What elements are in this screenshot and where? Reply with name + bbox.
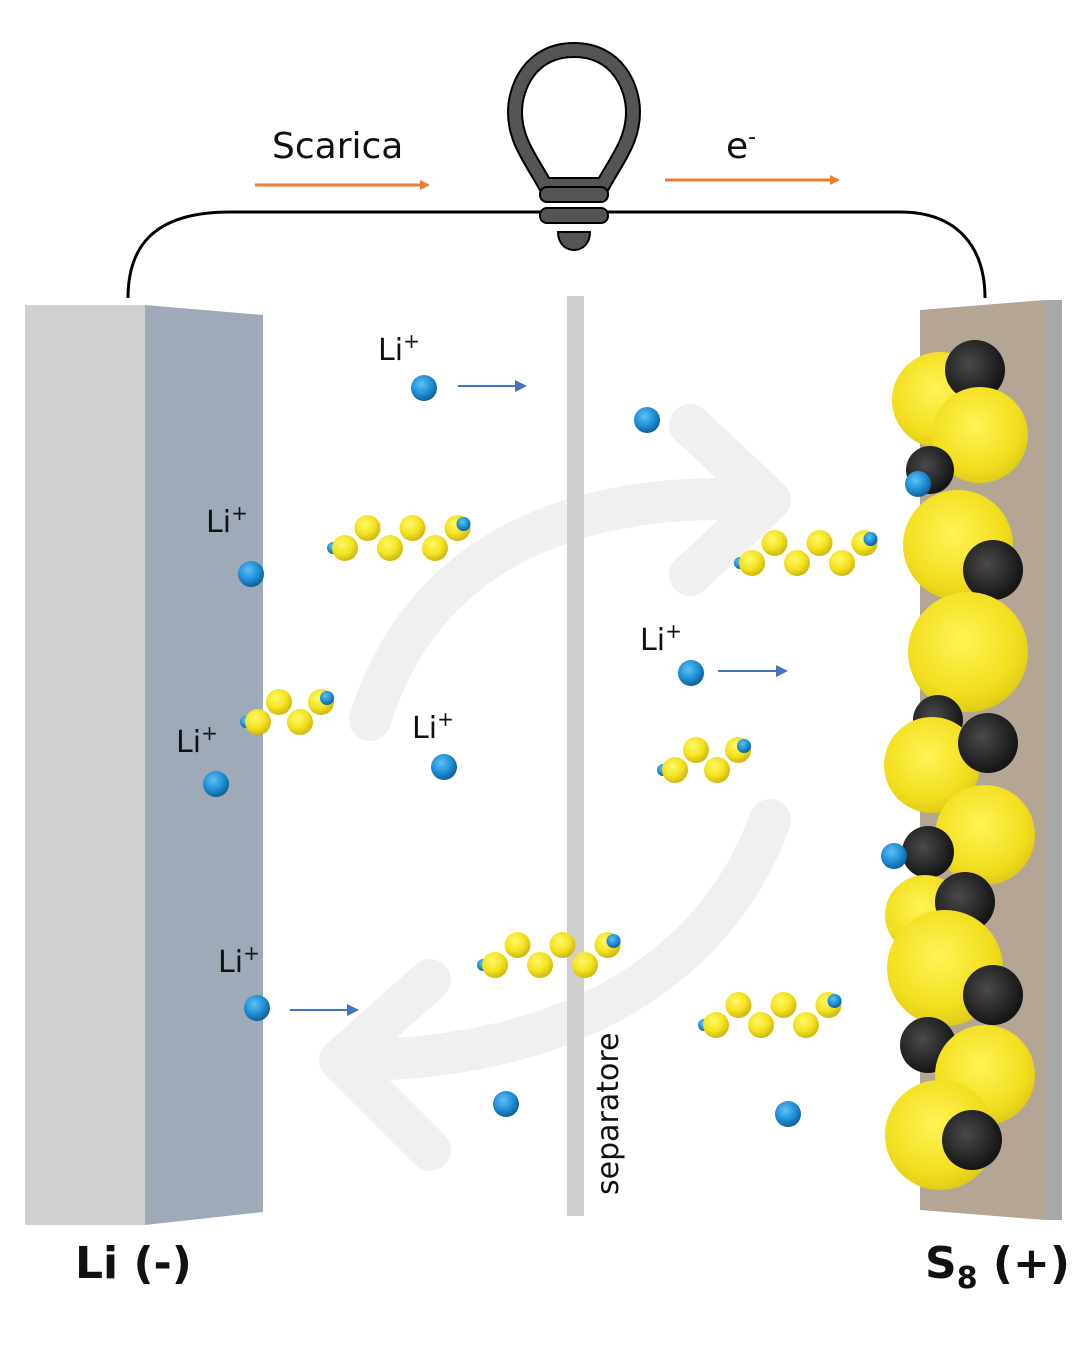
sulfur-atom xyxy=(287,709,313,735)
polysulfide-chain xyxy=(240,689,334,735)
sulfur-atom xyxy=(683,737,709,763)
li-ion xyxy=(203,771,229,797)
li-ions xyxy=(203,375,931,1127)
sulfur-atom xyxy=(793,1012,819,1038)
separator-label: separatore xyxy=(591,1033,626,1195)
li-ion-label: Li+ xyxy=(206,501,248,540)
anode-label: Li (-) xyxy=(75,1238,192,1289)
sulfur-atom xyxy=(725,992,752,1018)
sulfur-atom xyxy=(662,757,688,783)
carbon-particle xyxy=(902,826,954,878)
cycle-arrow-top-icon xyxy=(349,478,781,741)
sulfur-atom xyxy=(770,992,797,1018)
sulfur-particle xyxy=(884,717,980,813)
cycle-arrow-top-head-icon xyxy=(669,404,791,596)
sulfur-atom xyxy=(332,535,358,561)
li-ion xyxy=(905,471,931,497)
li-atom xyxy=(863,532,878,546)
li-ion-label: Li+ xyxy=(412,707,454,746)
polysulfide-chain xyxy=(477,932,621,978)
sulfur-atom xyxy=(377,535,403,561)
sulfur-atom xyxy=(784,550,810,576)
cycle-arrows xyxy=(319,404,791,1171)
sulfur-particle xyxy=(935,785,1035,885)
li-ion xyxy=(411,375,437,401)
sulfur-atom xyxy=(704,757,730,783)
li-ion xyxy=(634,407,660,433)
li-ion-label: Li+ xyxy=(640,619,682,658)
polysulfide-chains xyxy=(240,515,878,1038)
sulfur-particle xyxy=(932,387,1028,483)
li-ion-label: Li+ xyxy=(176,721,218,760)
cycle-arrow-bottom-icon xyxy=(329,799,791,1081)
sulfur-atom xyxy=(761,530,788,556)
polysulfide-chain xyxy=(734,530,878,576)
discharge-label: Scarica xyxy=(272,126,403,167)
li-atom xyxy=(606,934,621,948)
polysulfide-chain xyxy=(698,992,842,1038)
li-atom xyxy=(456,517,471,531)
cathode-sulfur-carbon-particles xyxy=(884,340,1035,1190)
sulfur-atom xyxy=(245,709,271,735)
li-ion xyxy=(775,1101,801,1127)
sulfur-atom xyxy=(266,689,292,715)
li-ion xyxy=(881,843,907,869)
carbon-particle xyxy=(963,965,1023,1025)
sulfur-atom xyxy=(422,535,448,561)
li-atom xyxy=(827,994,842,1008)
carbon-particle xyxy=(963,540,1023,600)
lightbulb-icon xyxy=(506,41,642,252)
cycle-arrow-bottom-head-icon xyxy=(319,959,451,1171)
sulfur-atom xyxy=(703,1012,729,1038)
li-atom xyxy=(737,739,751,753)
polysulfide-chain xyxy=(657,737,751,783)
carbon-particle xyxy=(945,340,1005,400)
li-ion-labels: Li+ Li+ Li+ Li+ Li+ Li+ xyxy=(176,329,682,980)
cathode-label: S8 (+) xyxy=(925,1238,1070,1296)
sulfur-atom xyxy=(829,550,855,576)
sulfur-atom xyxy=(549,932,576,958)
sulfur-atom xyxy=(806,530,833,556)
li-atom xyxy=(320,691,334,705)
circuit-wire xyxy=(126,210,987,299)
sulfur-particle xyxy=(908,592,1028,712)
sulfur-atom xyxy=(739,550,765,576)
polysulfide-chain xyxy=(327,515,471,561)
sulfur-atom xyxy=(572,952,598,978)
li-ion xyxy=(431,754,457,780)
li-ion xyxy=(238,561,264,587)
li-ion xyxy=(678,660,704,686)
anode-electrode xyxy=(25,305,263,1225)
electron-label: e- xyxy=(726,125,756,167)
li-ion xyxy=(244,995,270,1021)
carbon-particle xyxy=(958,713,1018,773)
li-ion xyxy=(493,1091,519,1117)
li-ion-label: Li+ xyxy=(218,941,260,980)
sulfur-atom xyxy=(748,1012,774,1038)
li-ion-label: Li+ xyxy=(378,329,420,368)
carbon-particle xyxy=(942,1110,1002,1170)
sulfur-atom xyxy=(527,952,553,978)
separator-membrane xyxy=(567,296,584,1216)
sulfur-atom xyxy=(482,952,508,978)
sulfur-atom xyxy=(399,515,426,541)
sulfur-atom xyxy=(354,515,381,541)
sulfur-atom xyxy=(504,932,531,958)
